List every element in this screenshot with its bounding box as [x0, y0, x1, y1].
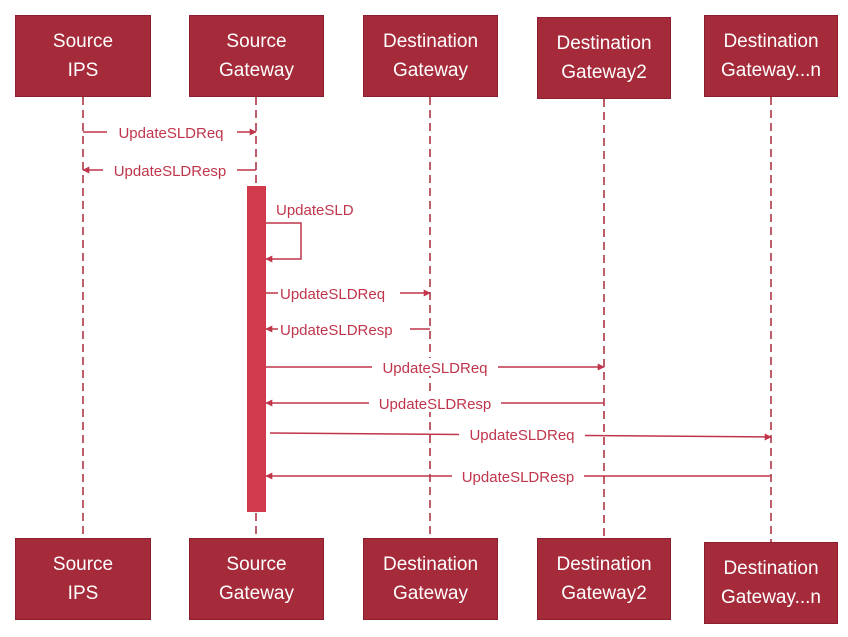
message-label-9: UpdateSLDResp — [462, 469, 575, 486]
participant-destination-gateway2-top: Destination Gateway2 — [537, 17, 671, 99]
participant-label: Destination Gateway — [382, 31, 479, 81]
participant-destination-gateway2-bottom: Destination Gateway2 — [537, 538, 671, 620]
participant-destination-gateway-bottom: Destination Gateway — [363, 538, 498, 620]
activation-bar — [247, 186, 266, 512]
participant-destination-gateway-n-top: Destination Gateway...n — [704, 15, 838, 97]
message-label-4: UpdateSLDReq — [280, 286, 385, 303]
message-label-8: UpdateSLDReq — [469, 427, 574, 444]
participant-source-gateway-bottom: Source Gateway — [189, 538, 324, 620]
message-label-1: UpdateSLDReq — [118, 125, 223, 142]
participant-label: Destination Gateway...n — [721, 31, 821, 81]
participant-destination-gateway-top: Destination Gateway — [363, 15, 498, 97]
message-arrow-3 — [265, 222, 302, 263]
participant-destination-gateway-n-bottom: Destination Gateway...n — [704, 542, 838, 624]
message-label-3: UpdateSLD — [276, 202, 354, 219]
message-label-2: UpdateSLDResp — [114, 163, 227, 180]
participant-source-ips-top: Source IPS — [15, 15, 151, 97]
participant-label: Destination Gateway2 — [556, 33, 652, 83]
participant-label: Source Gateway — [219, 31, 294, 81]
participant-label: Destination Gateway2 — [556, 554, 652, 604]
participant-label: Source IPS — [52, 31, 114, 81]
participant-source-ips-bottom: Source IPS — [15, 538, 151, 620]
participant-label: Source Gateway — [219, 554, 294, 604]
participant-source-gateway-top: Source Gateway — [189, 15, 324, 97]
message-label-7: UpdateSLDResp — [379, 396, 492, 413]
participant-label: Source IPS — [52, 554, 114, 604]
participant-label: Destination Gateway...n — [721, 558, 821, 608]
message-label-5: UpdateSLDResp — [280, 322, 393, 339]
message-label-6: UpdateSLDReq — [382, 360, 487, 377]
participant-label: Destination Gateway — [382, 554, 479, 604]
